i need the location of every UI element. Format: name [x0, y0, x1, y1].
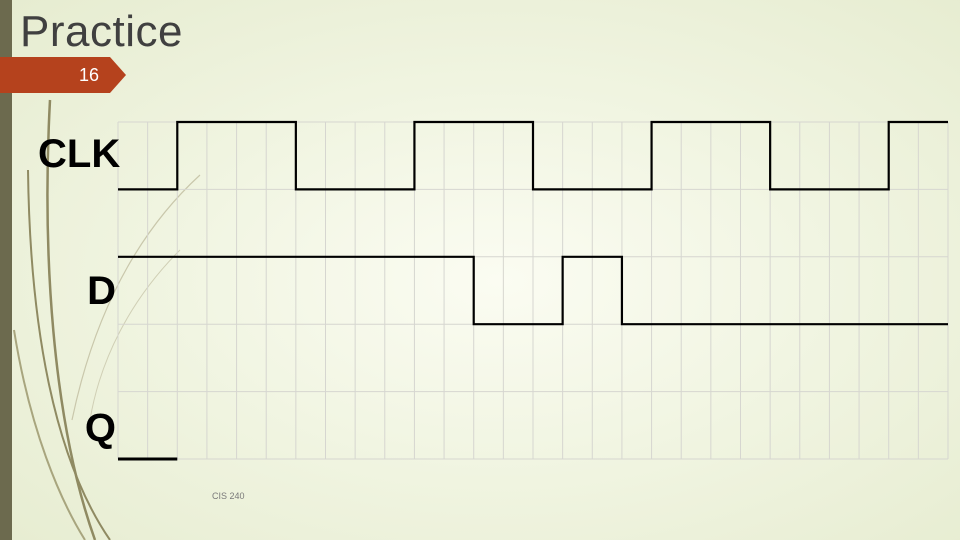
page-number-badge [0, 57, 126, 93]
signal-label-d: D [87, 269, 116, 313]
timing-grid [117, 121, 949, 460]
signal-label-q: Q [84, 406, 116, 450]
waveform-clk [118, 120, 948, 191]
signal-label-clk: CLK [38, 132, 121, 176]
waveform-d [118, 255, 948, 326]
left-side-bar [0, 0, 12, 540]
page-number: 16 [78, 65, 100, 85]
footer-course: CIS 240 [212, 491, 245, 501]
waveforms [118, 120, 948, 461]
slide-title: Practice [20, 7, 183, 56]
